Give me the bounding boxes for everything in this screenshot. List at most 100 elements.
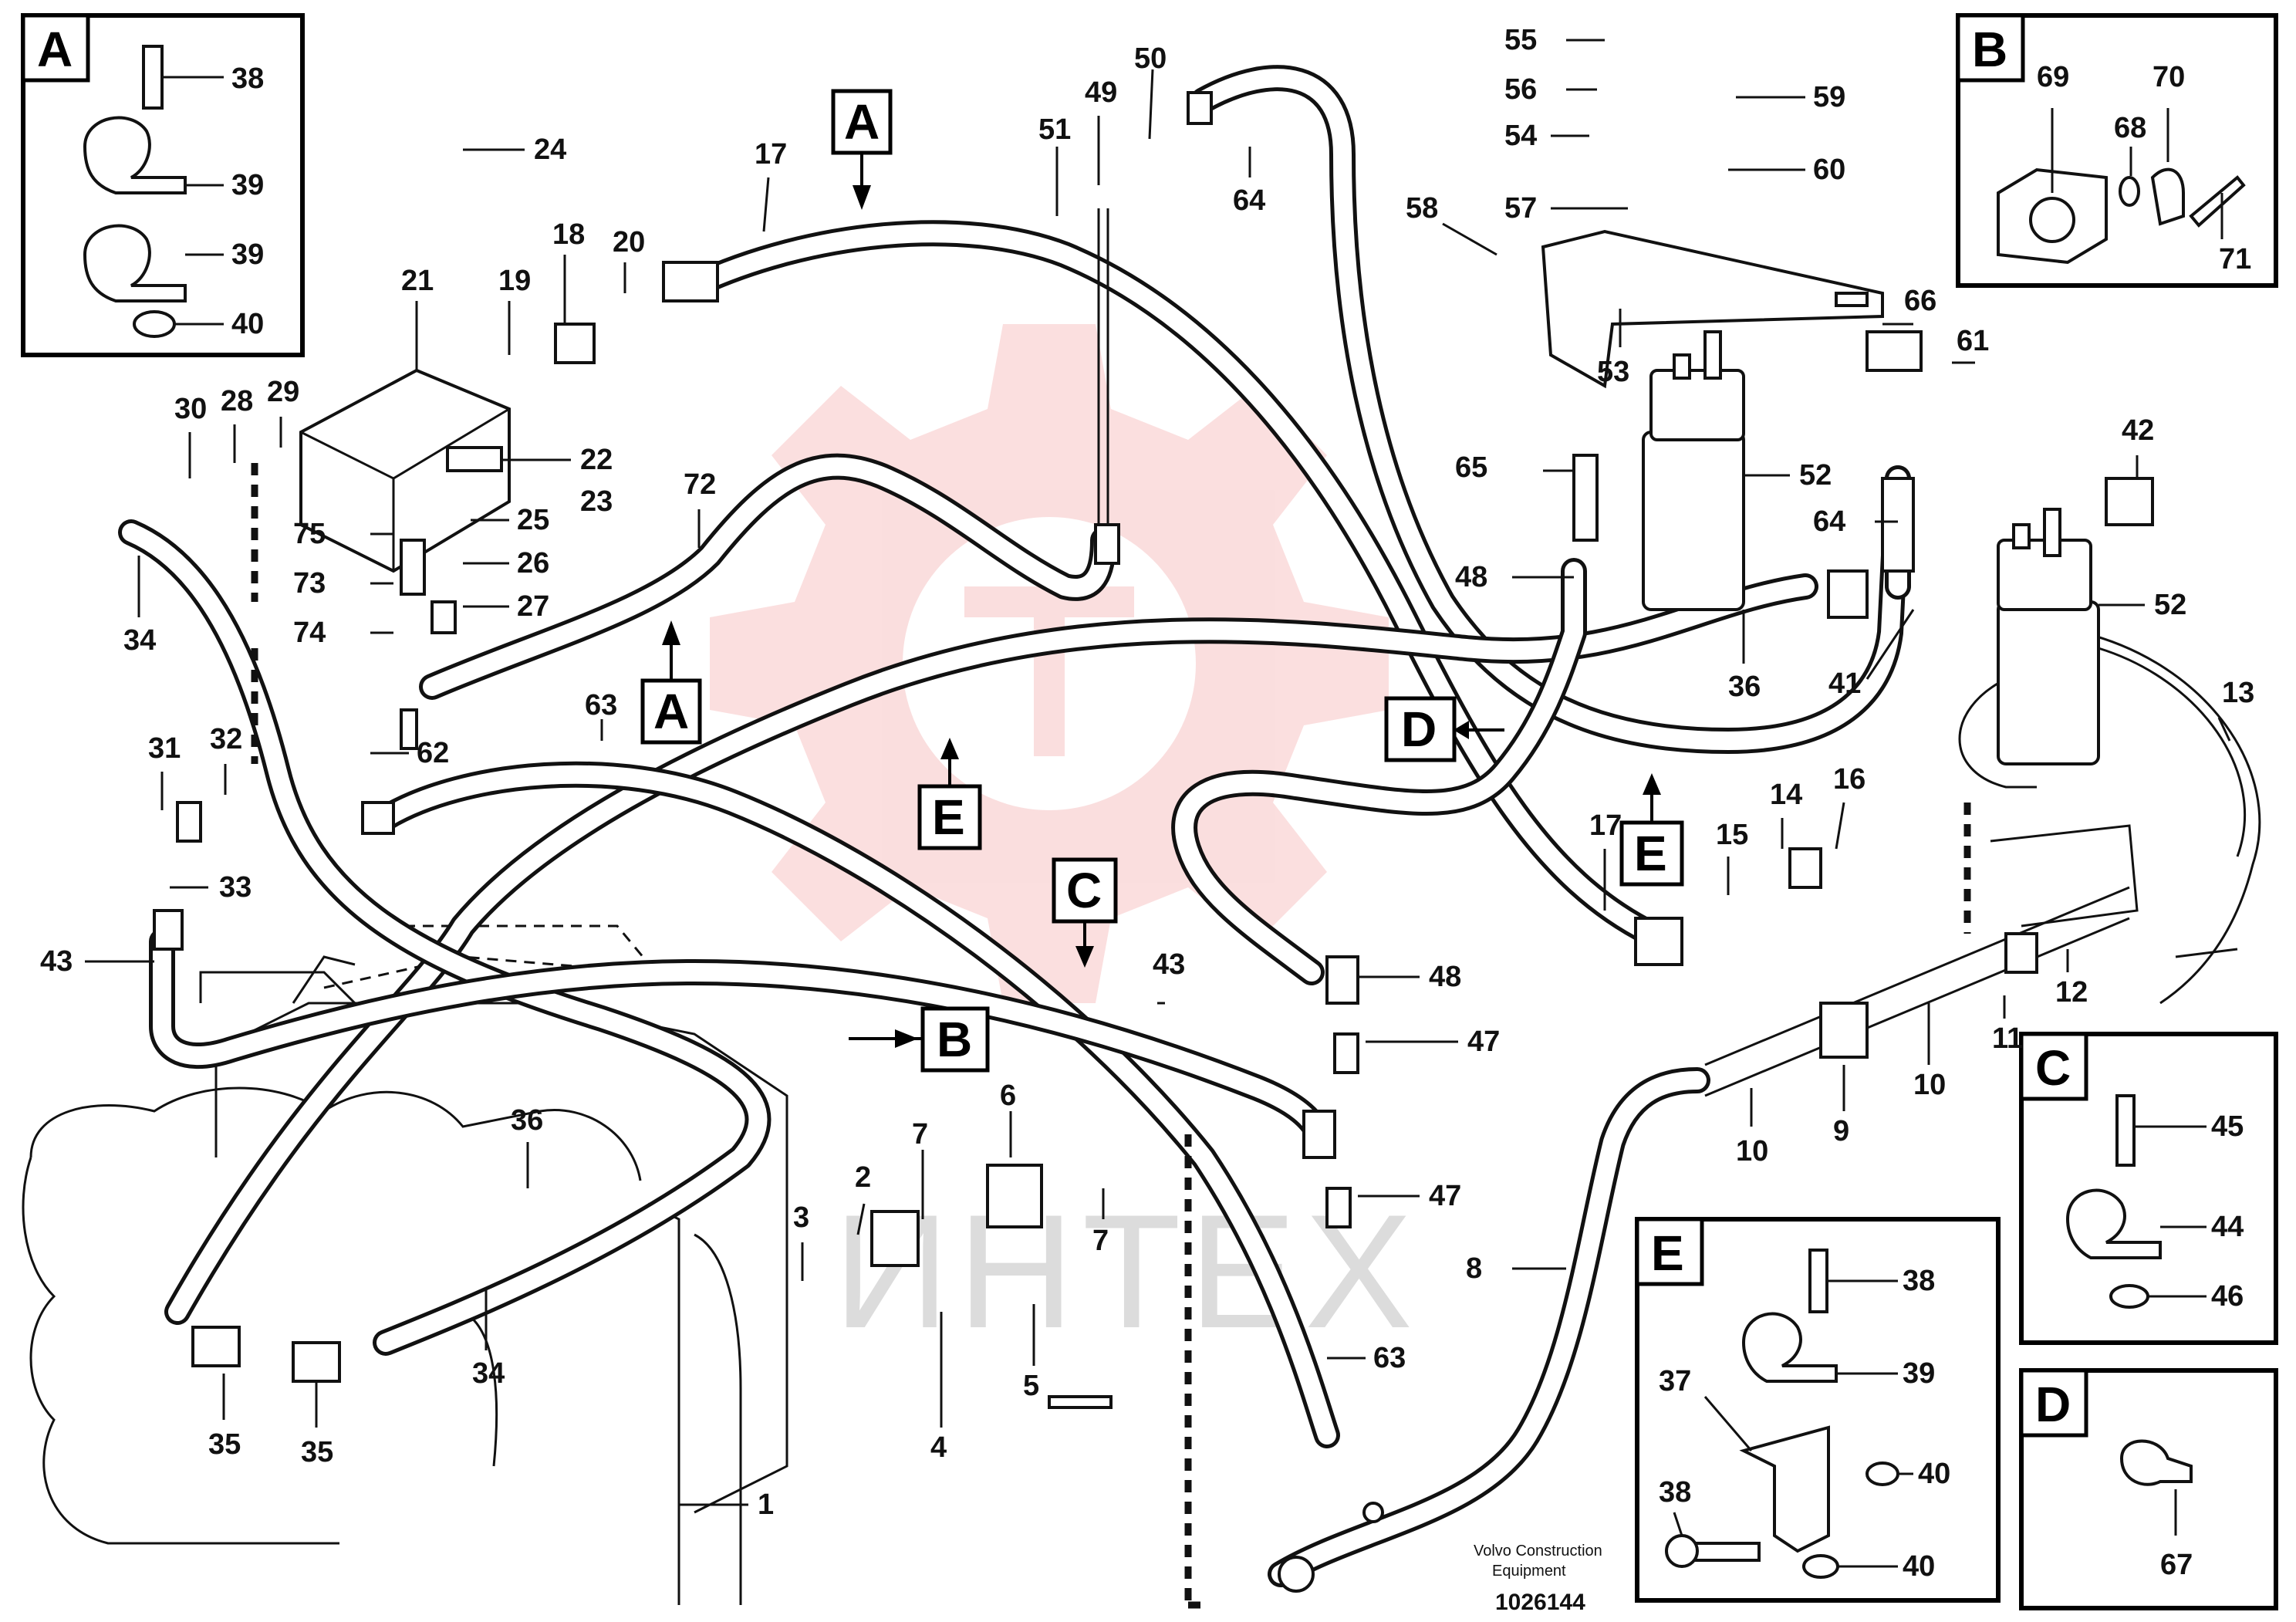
svg-text:43: 43 [1153,948,1185,981]
svg-text:24: 24 [534,133,566,166]
svg-text:E: E [1651,1225,1684,1281]
svg-text:A: A [37,22,73,77]
svg-text:47: 47 [1429,1180,1461,1212]
filter-52-right [1997,508,2100,765]
svg-text:17: 17 [755,138,787,171]
svg-text:64: 64 [1813,505,1845,538]
svg-text:33: 33 [219,871,252,904]
svg-text:C: C [1066,863,1102,918]
view-marker-a-mid: A [640,620,702,745]
svg-text:25: 25 [517,504,549,536]
svg-text:44: 44 [2211,1211,2244,1243]
svg-text:52: 52 [2154,589,2186,621]
svg-text:28: 28 [221,385,253,417]
detail-box-c: C 45 44 46 [2019,1032,2278,1345]
svg-text:48: 48 [1455,561,1487,593]
svg-text:23: 23 [580,485,613,518]
valve-block-21 [299,368,511,573]
svg-text:40: 40 [1918,1458,1950,1490]
svg-text:58: 58 [1406,192,1438,225]
svg-text:51: 51 [1038,113,1071,146]
svg-text:19: 19 [498,265,531,297]
svg-text:16: 16 [1833,763,1866,796]
svg-text:50: 50 [1134,42,1167,75]
svg-text:60: 60 [1813,154,1845,186]
svg-text:14: 14 [1770,779,1802,811]
svg-text:38: 38 [231,63,264,95]
svg-text:11: 11 [1992,1022,2023,1055]
svg-text:C: C [2035,1040,2071,1096]
view-marker-c: C [1052,857,1118,968]
filter-52-left [1642,330,1745,611]
svg-text:D: D [2035,1377,2071,1432]
svg-text:32: 32 [210,723,242,755]
svg-text:40: 40 [231,308,264,340]
svg-text:1: 1 [758,1489,774,1521]
svg-text:64: 64 [1233,184,1265,217]
svg-text:37: 37 [1659,1365,1691,1397]
svg-text:5: 5 [1023,1370,1039,1402]
svg-text:10: 10 [1736,1135,1768,1168]
svg-text:38: 38 [1659,1476,1691,1509]
view-marker-d: D [1384,696,1504,762]
svg-text:34: 34 [123,624,156,657]
view-marker-e-left: E [917,738,982,850]
svg-text:B: B [937,1012,972,1067]
svg-text:63: 63 [585,689,617,721]
svg-text:B: B [1972,22,2007,77]
svg-text:7: 7 [1092,1225,1109,1257]
part-labels: 1 2 3 4 5 6 7 7 8 9 10 10 11 12 13 14 15… [40,24,2254,1521]
hose-64-upper [1190,65,1911,754]
drawing-number: 1026144 [1495,1590,1585,1615]
svg-text:54: 54 [1504,120,1537,152]
hose-43 [149,928,1332,1147]
svg-text:20: 20 [613,226,645,259]
svg-text:4: 4 [930,1431,947,1464]
hose-48 [1171,558,1587,985]
view-marker-b: B [849,1006,990,1073]
hose-17 [681,220,1664,947]
svg-text:52: 52 [1799,459,1832,492]
detail-box-d: D 67 [2019,1368,2278,1610]
svg-text:10: 10 [1913,1069,1946,1101]
svg-text:45: 45 [2211,1110,2244,1143]
svg-text:63: 63 [1373,1342,1406,1374]
svg-text:2: 2 [855,1161,871,1194]
svg-text:70: 70 [2152,61,2185,93]
svg-text:27: 27 [517,590,549,623]
footer: Volvo Construction Equipment 1026144 [1474,1543,1602,1615]
svg-text:67: 67 [2160,1549,2193,1581]
svg-text:35: 35 [208,1428,241,1461]
watermark-gear [710,324,1389,1003]
maker-line-2: Equipment [1492,1563,1566,1580]
maker-line-1: Volvo Construction [1474,1543,1602,1559]
svg-text:7: 7 [912,1118,928,1151]
svg-text:53: 53 [1597,356,1629,388]
svg-text:48: 48 [1429,961,1461,993]
svg-text:17: 17 [1589,809,1622,842]
svg-text:12: 12 [2055,976,2088,1009]
svg-text:29: 29 [267,376,299,408]
svg-text:39: 39 [231,238,264,271]
svg-text:56: 56 [1504,73,1537,106]
svg-text:39: 39 [1903,1357,1935,1390]
svg-text:71: 71 [2219,243,2251,275]
watermark-text: ИНТЕХ [833,1181,1420,1362]
svg-text:31: 31 [148,732,181,765]
svg-text:8: 8 [1466,1252,1482,1285]
svg-text:E: E [932,789,965,845]
svg-text:73: 73 [293,567,326,600]
svg-text:A: A [844,94,880,150]
hose-49-riser [1097,208,1109,525]
hose-72 [419,453,1116,700]
svg-text:18: 18 [552,218,585,251]
boundary-dashes [251,463,1971,1609]
detail-box-b: B 69 70 68 71 [1956,13,2278,288]
detail-box-e: E 38 39 37 38 40 40 [1635,1217,2001,1603]
svg-text:22: 22 [580,444,613,476]
svg-text:47: 47 [1467,1026,1500,1058]
svg-text:30: 30 [174,393,207,425]
svg-text:57: 57 [1504,192,1537,225]
svg-text:42: 42 [2122,414,2154,447]
